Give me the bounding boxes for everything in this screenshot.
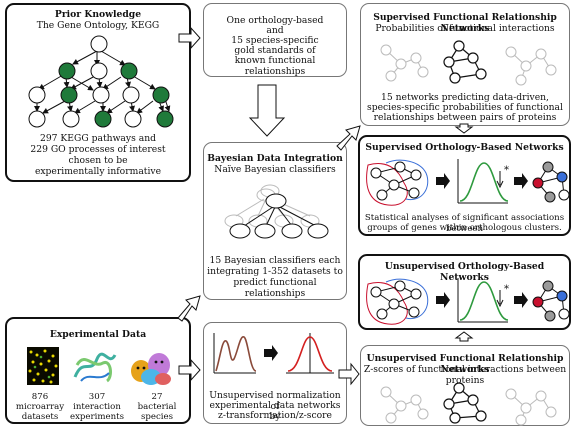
bayesian-title: Bayesian Data Integration — [207, 153, 343, 164]
gold-line-2: and — [266, 25, 284, 36]
prior-knowledge-desc-3: chosen to be — [68, 155, 128, 166]
microarray-image — [27, 347, 59, 385]
unsupervised-obn-title: Unsupervised Orthology-Based Networks — [384, 261, 545, 283]
unsupervised-obn-star: * — [504, 284, 509, 295]
gold-standards-box: One orthology-based and 15 species-speci… — [203, 3, 347, 77]
normalization-box: Unsupervised normalization of experiment… — [203, 322, 347, 424]
supervised-frn-box: Supervised Functional Relationship Netwo… — [360, 3, 570, 126]
prior-knowledge-title: Prior Knowledge — [54, 9, 142, 20]
supervised-frn-networks-graphic — [380, 40, 557, 86]
unsupervised-frn-subtitle: Z-scores of functional interactions betw… — [363, 364, 567, 386]
supervised-frn-desc-3: relationships between pairs of proteins — [373, 112, 557, 123]
supervised-obn-star: * — [504, 165, 509, 176]
microarray-label-2: datasets — [21, 412, 59, 422]
interaction-label-1: interaction — [73, 402, 121, 412]
bacteria-plush-image — [131, 353, 171, 385]
bacterial-label-2: species — [140, 412, 174, 422]
bacterial-count: 27 — [151, 392, 163, 402]
bayesian-desc-1: 15 Bayesian classifiers each — [209, 255, 341, 266]
normalization-desc-2: experimental data networks by — [209, 400, 341, 422]
gold-line-3: 15 species-specific — [231, 35, 319, 46]
supervised-frn-subtitle: Probabilities of functional interactions — [375, 23, 555, 34]
bayesian-desc-3: predict functional relationships — [233, 277, 317, 299]
microarray-label-1: microarray — [15, 402, 65, 412]
unsupervised-frn-networks-graphic — [380, 382, 557, 426]
arrow-unsupfrn-to-unsupobn — [454, 331, 474, 342]
unsupervised-obn-graphic: * — [366, 278, 570, 325]
gold-line-5: known functional relationships — [234, 55, 316, 77]
experimental-data-box: Experimental Data 876 microarray dataset… — [5, 317, 191, 424]
arrow-gold-to-bayes — [248, 84, 286, 137]
unsupervised-frn-title: Unsupervised Functional Relationship Net… — [366, 353, 564, 375]
bayesian-integration-box: Bayesian Data Integration Naïve Bayesian… — [203, 142, 347, 300]
experimental-data-title: Experimental Data — [49, 329, 147, 340]
normalization-desc-3: z-transformation/z-score — [218, 410, 332, 421]
protein-structure-image — [73, 352, 117, 383]
prior-knowledge-desc-1: 297 KEGG pathways and — [39, 133, 157, 144]
bayesian-desc-2: integrating 1-352 datasets to — [207, 266, 343, 277]
supervised-obn-box: Supervised Orthology-Based Networks * St… — [358, 135, 571, 236]
unsupervised-obn-box: Unsupervised Orthology-Based Networks * — [358, 254, 571, 330]
bayesian-subtitle: Naïve Bayesian classifiers — [214, 164, 336, 175]
prior-knowledge-subtitle: The Gene Ontology, KEGG — [36, 20, 160, 31]
supervised-frn-desc-2: species-specific probabilities of functi… — [367, 102, 563, 113]
gold-line-4: gold standards of — [234, 45, 316, 56]
bacterial-label-1: bacterial — [137, 402, 177, 412]
normalization-graphic — [213, 333, 334, 374]
prior-knowledge-desc-4: experimentally informative — [34, 166, 162, 177]
supervised-obn-desc-1: Statistical analyses of significant asso… — [364, 213, 565, 234]
ontology-dag-graphic — [28, 35, 174, 128]
prior-knowledge-desc-2: 229 GO processes of interest — [30, 144, 166, 155]
supervised-frn-desc-1: 15 networks predicting data-driven, — [381, 92, 549, 103]
supervised-obn-graphic: * — [366, 159, 570, 206]
supervised-obn-desc-2: groups of genes within orthologous clust… — [367, 223, 562, 233]
normalization-desc-1: Unsupervised normalization of — [209, 390, 341, 412]
interaction-count: 307 — [88, 392, 106, 402]
gold-line-1: One orthology-based — [226, 15, 324, 26]
microarray-count: 876 — [31, 392, 49, 402]
bayesian-classifier-graphic — [224, 184, 329, 239]
supervised-obn-title: Supervised Orthology-Based Networks — [365, 142, 564, 153]
supervised-frn-title: Supervised Functional Relationship Netwo… — [373, 12, 557, 34]
interaction-label-2: experiments — [69, 412, 124, 422]
unsupervised-frn-box: Unsupervised Functional Relationship Net… — [360, 345, 570, 426]
prior-knowledge-box: Prior Knowledge The Gene Ontology, KEGG — [5, 3, 191, 182]
